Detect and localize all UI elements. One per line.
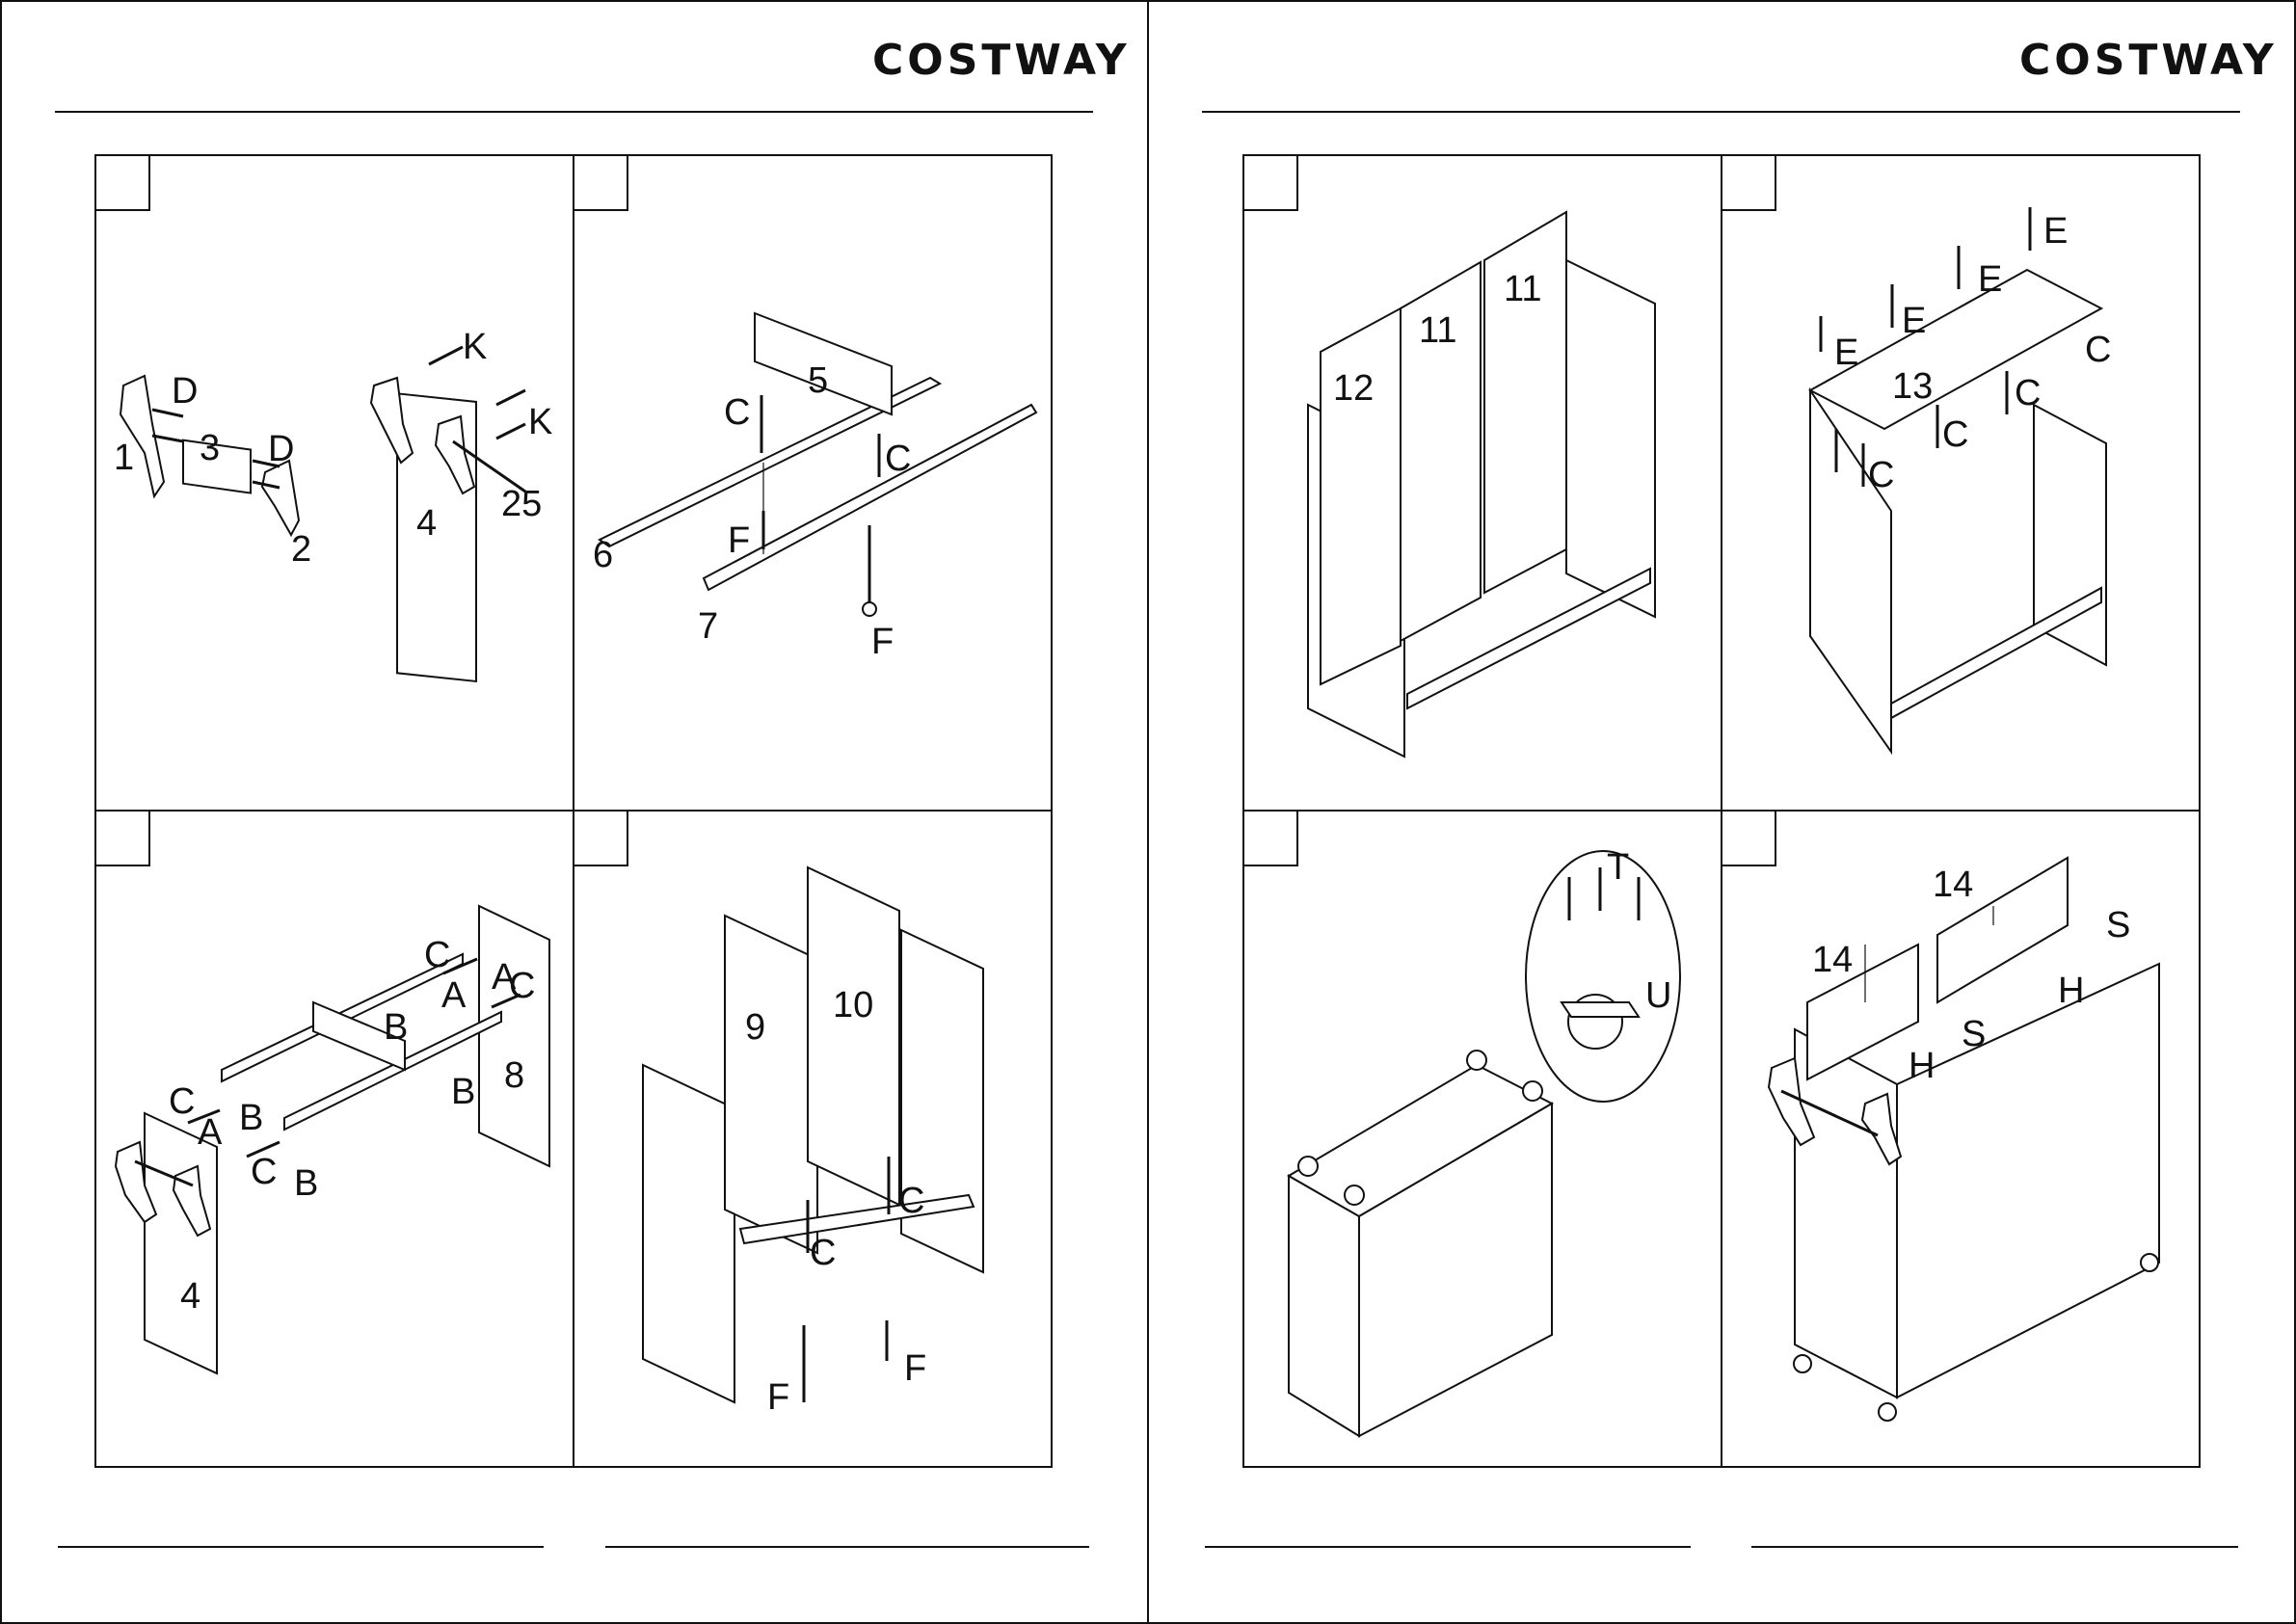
label-part-6: 6 [593, 535, 613, 575]
brand-logo-right: COSTWAY [2019, 36, 2278, 85]
cabinet-front [1897, 964, 2159, 1398]
label-hardware-d: D [268, 429, 294, 469]
label-hardware-a: A [441, 975, 467, 1016]
brand-logo-left: COSTWAY [872, 36, 1131, 85]
label-hardware-e: E [2043, 211, 2068, 252]
step-grid-left [95, 155, 1052, 1467]
label-hardware-h: H [1909, 1046, 1935, 1086]
label-part-12: 12 [1333, 368, 1374, 409]
step-2-illustration: 6 7 5 C C F F [593, 313, 1036, 662]
step-4-illustration: 9 10 C C F F [643, 867, 983, 1418]
label-hardware-h: H [2058, 971, 2084, 1011]
label-hardware-e: E [1978, 259, 2002, 300]
label-hardware-a: A [492, 957, 517, 998]
label-hardware-c: C [810, 1233, 836, 1273]
step-number-box [1722, 811, 1775, 865]
screw-icon [496, 424, 525, 439]
label-hardware-f: F [904, 1348, 926, 1389]
caster-wheel-icon [1794, 1355, 1811, 1372]
label-hardware-c: C [2015, 373, 2041, 413]
caster-plate [1562, 1002, 1639, 1017]
caster-wheel-icon [1298, 1157, 1318, 1176]
label-part-25: 25 [501, 484, 542, 524]
label-hardware-c: C [1868, 455, 1894, 495]
label-part-11: 11 [1419, 310, 1456, 351]
label-hardware-c: C [1942, 414, 1968, 455]
side-handle-2 [262, 461, 299, 535]
caster-wheel-icon [1467, 1051, 1486, 1070]
label-part-14: 14 [1812, 940, 1853, 980]
label-part-4: 4 [416, 503, 437, 544]
caster-wheel-icon [1523, 1081, 1542, 1101]
panel-8 [479, 906, 549, 1166]
step-7-illustration: T U [1289, 847, 1680, 1436]
label-hardware-s: S [1962, 1014, 1986, 1054]
screw-icon [152, 436, 183, 441]
label-part-3: 3 [200, 428, 220, 468]
label-part-1: 1 [114, 438, 134, 478]
side-panel [643, 1065, 734, 1402]
label-hardware-b: B [239, 1098, 263, 1138]
panel-12 [1321, 308, 1401, 684]
panel-10 [808, 867, 899, 1205]
cabinet-side [1795, 1029, 1897, 1398]
label-hardware-c: C [885, 439, 911, 479]
label-part-5: 5 [808, 360, 828, 401]
label-hardware-c: C [251, 1152, 277, 1192]
label-hardware-f: F [871, 622, 894, 662]
step-number-box [1243, 811, 1297, 865]
side-panel [1810, 390, 1891, 752]
back-panel [1566, 260, 1655, 617]
label-hardware-f: F [728, 520, 750, 561]
label-hardware-t: T [1607, 847, 1629, 888]
screw-icon [429, 347, 463, 364]
step-number-box [574, 811, 627, 865]
label-hardware-u: U [1645, 975, 1671, 1016]
label-part-7: 7 [698, 606, 718, 647]
step-number-box [574, 155, 627, 210]
label-hardware-b: B [451, 1072, 475, 1112]
cabinet-side [1289, 1176, 1359, 1436]
bottom-rail [1891, 588, 2101, 718]
step-number-box [1243, 155, 1297, 210]
label-hardware-s: S [2106, 905, 2130, 945]
step-number-box [95, 811, 149, 865]
step-number-box [95, 155, 149, 210]
label-part-13: 13 [1892, 366, 1933, 407]
label-part-8: 8 [504, 1055, 524, 1096]
label-part-9: 9 [745, 1007, 765, 1048]
caster-wheel-icon [1345, 1185, 1364, 1205]
label-hardware-d: D [172, 371, 198, 412]
label-hardware-b: B [294, 1163, 318, 1204]
label-hardware-c: C [169, 1081, 195, 1122]
label-part-11: 11 [1504, 269, 1541, 309]
label-hardware-b: B [384, 1007, 408, 1048]
label-part-2: 2 [291, 529, 311, 570]
step-1-illustration: 1 3 2 D D 4 K K 25 [114, 327, 552, 681]
label-part-14: 14 [1933, 865, 1973, 905]
label-hardware-c: C [424, 935, 450, 975]
label-hardware-c: C [2085, 330, 2111, 370]
label-part-10: 10 [833, 985, 873, 1025]
label-hardware-e: E [1902, 301, 1926, 341]
step-number-box [1722, 155, 1775, 210]
label-hardware-k: K [528, 402, 552, 442]
label-hardware-c: C [898, 1181, 924, 1221]
step-5-illustration: 12 11 11 [1308, 212, 1655, 757]
label-hardware-c: C [724, 392, 750, 433]
label-hardware-a: A [198, 1112, 223, 1153]
step-3-illustration: 4 8 C C C C A A A B B B B [116, 906, 549, 1373]
screw-icon [496, 390, 525, 405]
caster-wheel-icon [2141, 1254, 2158, 1271]
label-hardware-e: E [1834, 333, 1858, 373]
label-part-4: 4 [180, 1276, 200, 1317]
step-6-illustration: E E E E 13 C C C C [1810, 207, 2111, 752]
label-hardware-f: F [767, 1377, 789, 1418]
panel-9 [725, 916, 817, 1253]
step-8-illustration: 14 14 S S H H [1769, 858, 2159, 1421]
label-hardware-k: K [463, 327, 487, 367]
caster-wheel-icon [1879, 1403, 1896, 1421]
